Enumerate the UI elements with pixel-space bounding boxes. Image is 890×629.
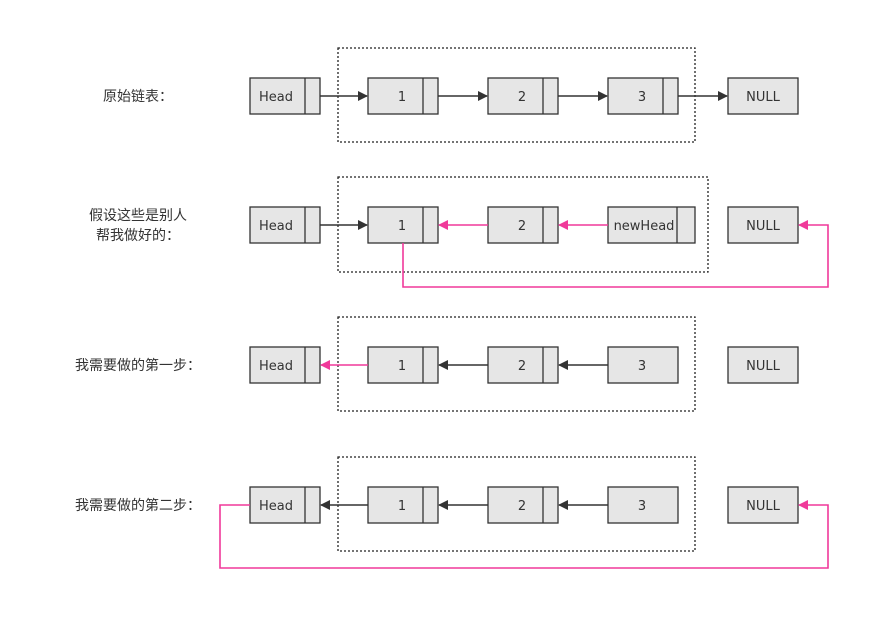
row-step-one: 我需要做的第一步： Head 1 2 3 NULL [75,316,799,412]
node-3: 3 [607,346,679,384]
node-null: NULL [727,77,799,115]
row-label-assumed-line2: 帮我做好的： [96,228,180,244]
node-null: NULL [727,346,799,384]
dotted-group-box [337,456,696,552]
row-step-two: 我需要做的第二步： Head 1 2 3 NULL [75,456,829,569]
node-label: 2 [518,359,526,374]
node-label: Head [259,359,293,374]
node-label: 2 [518,219,526,234]
arrow-1-to-null [402,220,829,288]
dotted-group-box [337,176,709,273]
node-2: 2 [487,206,559,244]
node-label: NULL [746,499,780,514]
node-head: Head [249,486,321,524]
node-label: NULL [746,219,780,234]
node-new-head: newHead [607,206,696,244]
node-head: Head [249,77,321,115]
node-label: 1 [398,359,406,374]
node-label: NULL [746,90,780,105]
node-1: 1 [367,206,439,244]
row-assumed-reversed: 假设这些是别人 帮我做好的： Head 1 2 newHead NULL [89,176,829,288]
node-label: Head [259,499,293,514]
node-label: 1 [398,90,406,105]
node-1: 1 [367,486,439,524]
node-label: 2 [518,90,526,105]
node-3: 3 [607,77,679,115]
node-label: 2 [518,499,526,514]
arrow-head-to-null [219,500,829,569]
node-null: NULL [727,486,799,524]
node-label: Head [259,90,293,105]
node-3: 3 [607,486,679,524]
node-label: Head [259,219,293,234]
row-label-step-two: 我需要做的第二步： [75,497,201,514]
row-original-list: 原始链表： Head 1 2 3 NULL [103,47,799,143]
node-2: 2 [487,346,559,384]
node-label: newHead [614,219,675,234]
row-label-step-one: 我需要做的第一步： [75,357,201,374]
node-label: NULL [746,359,780,374]
node-head: Head [249,346,321,384]
node-2: 2 [487,486,559,524]
node-label: 1 [398,219,406,234]
row-label-assumed-line1: 假设这些是别人 [89,207,187,224]
row-label-original: 原始链表： [103,89,173,105]
node-null: NULL [727,206,799,244]
node-2: 2 [487,77,559,115]
node-label: 1 [398,499,406,514]
dotted-group-box [337,316,696,412]
node-1: 1 [367,346,439,384]
node-label: 3 [638,499,646,514]
dotted-group-box [337,47,696,143]
node-1: 1 [367,77,439,115]
node-label: 3 [638,359,646,374]
node-label: 3 [638,90,646,105]
node-head: Head [249,206,321,244]
